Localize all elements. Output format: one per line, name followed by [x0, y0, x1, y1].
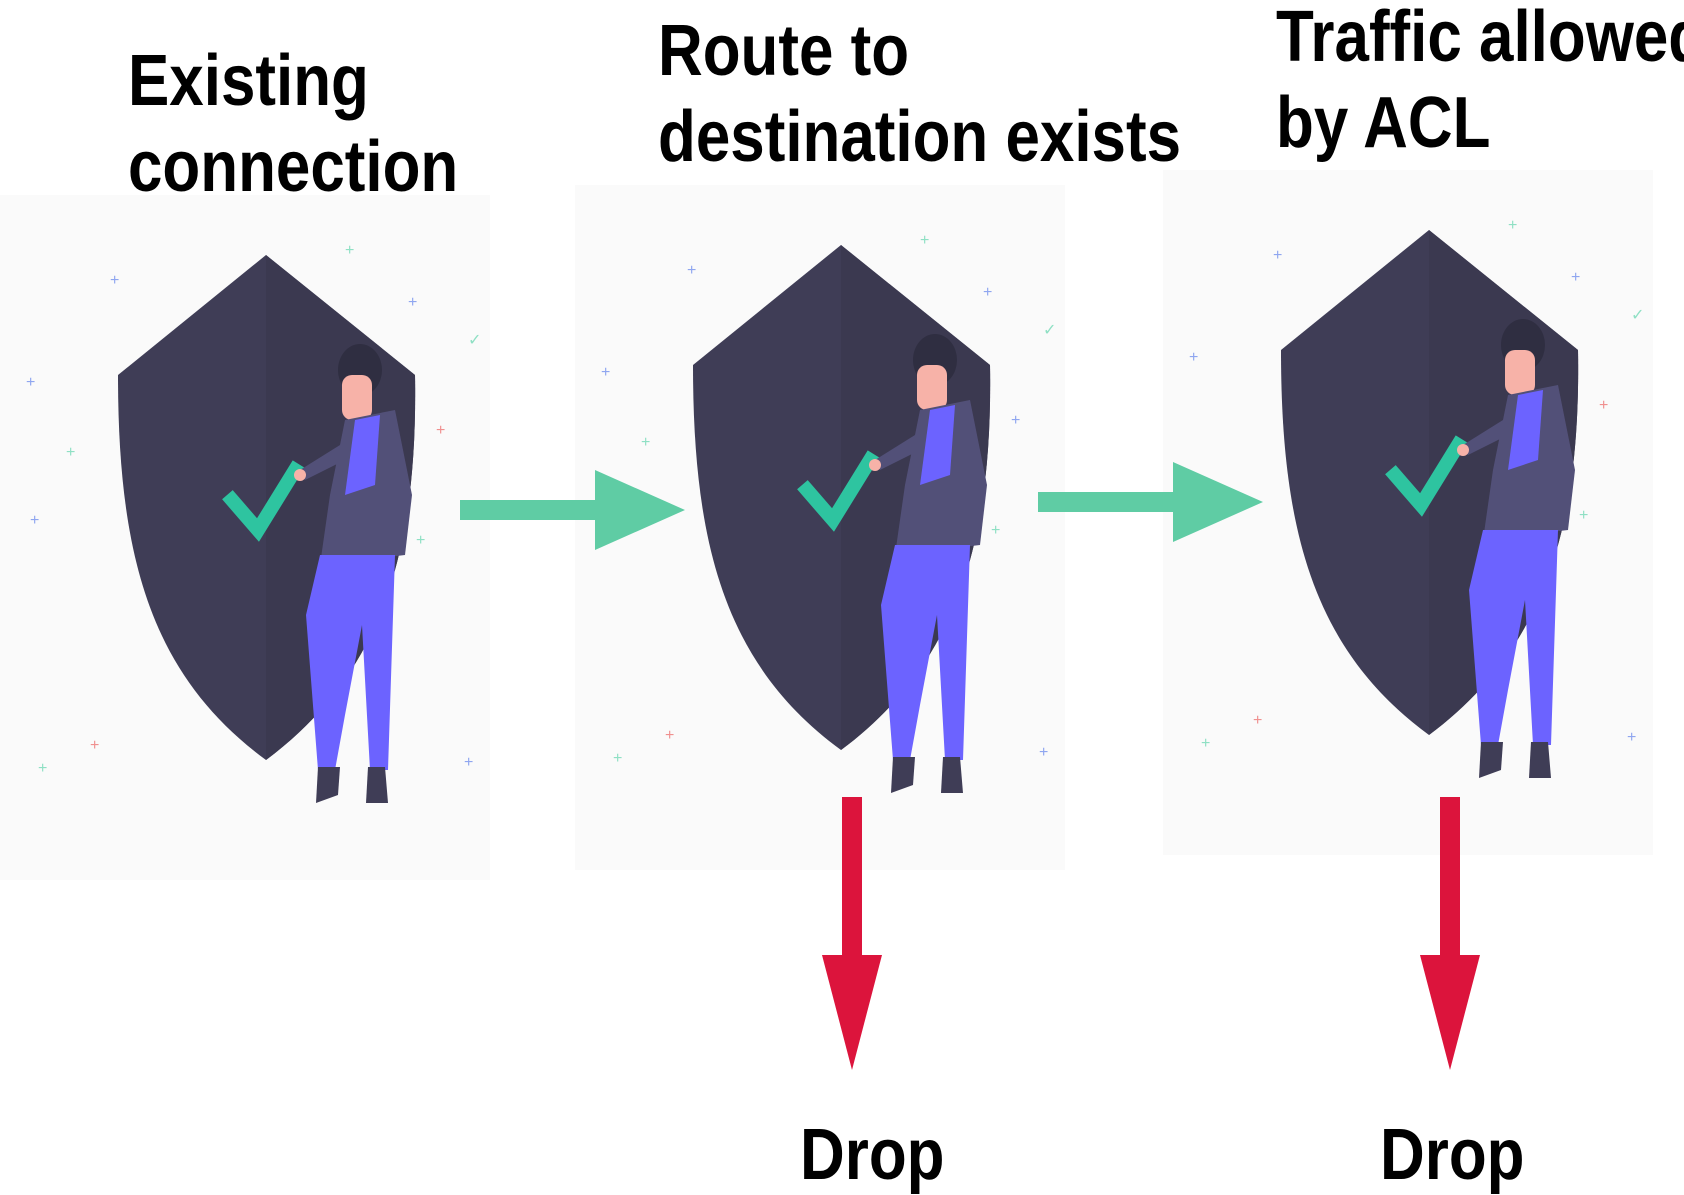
svg-text:+: +	[1011, 412, 1020, 429]
arrow-right-icon	[460, 470, 685, 550]
stage-1-title: Existing connection	[128, 38, 458, 210]
stage-1-title-line1: Existing	[128, 41, 369, 121]
checkmark-icon	[797, 450, 880, 532]
arrow-down-icon	[822, 797, 882, 1070]
svg-text:+: +	[436, 422, 445, 439]
svg-text:+: +	[110, 272, 119, 289]
svg-text:+: +	[26, 374, 35, 391]
svg-text:+: +	[66, 444, 75, 461]
stage-3-title-line2: by ACL	[1276, 83, 1491, 163]
stage-3-title-line1: Traffic allowed	[1276, 0, 1684, 77]
stage-3-illustration: + + + ✓ + + + + + +	[1163, 170, 1653, 855]
svg-text:+: +	[665, 727, 674, 744]
person-figure	[1457, 319, 1575, 778]
svg-text:+: +	[30, 512, 39, 529]
svg-text:+: +	[1201, 735, 1210, 752]
stage-2-title: Route to destination exists	[658, 8, 1181, 180]
shield-check-person-icon: + + + ✓ + + + + + + + +	[26, 242, 481, 803]
arrow-right-icon	[1038, 462, 1263, 542]
svg-text:+: +	[920, 232, 929, 249]
svg-text:✓: ✓	[1631, 307, 1644, 324]
svg-text:+: +	[1599, 397, 1608, 414]
drop-label-2: Drop	[1380, 1115, 1525, 1195]
svg-text:+: +	[613, 750, 622, 767]
svg-text:+: +	[345, 242, 354, 259]
checkmark-icon	[222, 460, 305, 542]
svg-text:✓: ✓	[1043, 322, 1056, 339]
svg-text:+: +	[90, 737, 99, 754]
arrow-down-icon	[1420, 797, 1480, 1070]
svg-text:+: +	[1571, 269, 1580, 286]
person-figure	[294, 344, 412, 803]
sparkles-decoration: + + + ✓ + + + + + +	[1189, 217, 1644, 752]
svg-text:+: +	[1039, 744, 1048, 761]
sparkles-decoration: + + + ✓ + + + + + + + +	[26, 242, 481, 777]
svg-text:+: +	[1579, 507, 1588, 524]
svg-text:+: +	[416, 532, 425, 549]
shield-check-person-icon: + + + ✓ + + + + + +	[1189, 217, 1644, 778]
sparkles-decoration: + + + ✓ + + + + + + +	[601, 232, 1056, 767]
svg-text:+: +	[464, 754, 473, 771]
svg-text:+: +	[687, 262, 696, 279]
svg-text:✓: ✓	[468, 332, 481, 349]
svg-text:+: +	[601, 364, 610, 381]
svg-text:+: +	[38, 760, 47, 777]
svg-text:+: +	[1189, 349, 1198, 366]
svg-text:+: +	[983, 284, 992, 301]
svg-text:+: +	[408, 294, 417, 311]
drop-label-1: Drop	[800, 1115, 945, 1195]
stage-1-illustration: + + + ✓ + + + + + + + +	[0, 195, 490, 880]
checkmark-icon	[1385, 435, 1468, 517]
stage-3-title: Traffic allowed by ACL	[1276, 0, 1684, 166]
person-figure	[869, 334, 987, 793]
svg-text:+: +	[1627, 729, 1636, 746]
svg-text:+: +	[1253, 712, 1262, 729]
svg-text:+: +	[641, 434, 650, 451]
svg-text:+: +	[1508, 217, 1517, 234]
shield-check-person-icon: + + + ✓ + + + + + + +	[601, 232, 1056, 793]
svg-text:+: +	[991, 522, 1000, 539]
stage-2-title-line1: Route to	[658, 11, 910, 91]
svg-text:+: +	[1273, 247, 1282, 264]
stage-2-title-line2: destination exists	[658, 97, 1182, 177]
stage-1-title-line2: connection	[128, 127, 459, 207]
stage-2-illustration: + + + ✓ + + + + + + +	[575, 185, 1065, 870]
